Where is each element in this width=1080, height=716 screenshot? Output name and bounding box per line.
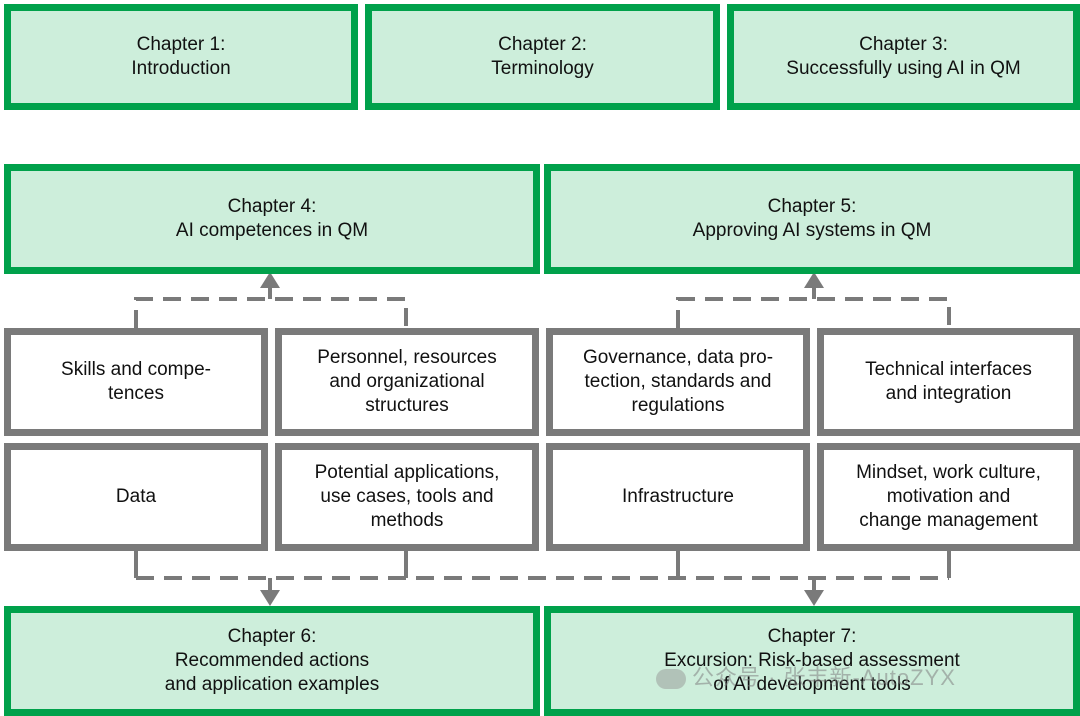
topic-applications-box: Potential applications, use cases, tools… — [275, 443, 539, 551]
chapter-5-label: Chapter 5: Approving AI systems in QM — [692, 196, 932, 241]
chapter-4-box: Chapter 4: AI competences in QM — [4, 164, 540, 274]
topic-mindset-box: Mindset, work culture, motivation and ch… — [817, 443, 1080, 551]
topic-governance-box: Governance, data pro- tection, standards… — [546, 328, 810, 436]
topic-governance-label: Governance, data pro- tection, standards… — [582, 347, 774, 416]
arrow-down-ch6 — [260, 590, 280, 606]
chapter-6-box: Chapter 6: Recommended actions and appli… — [4, 606, 540, 716]
topic-skills-label: Skills and compe- tences — [61, 359, 211, 404]
topic-mindset-label: Mindset, work culture, motivation and ch… — [856, 462, 1041, 531]
watermark-text: 公众号 · 张丰新-AutoZYX — [692, 665, 956, 690]
chapter-2-label: Chapter 2: Terminology — [491, 34, 594, 79]
arrow-up-ch4 — [260, 272, 280, 288]
topic-skills-box: Skills and compe- tences — [4, 328, 268, 436]
connector-right-upper — [676, 297, 951, 328]
chapter-1-box: Chapter 1: Introduction — [4, 4, 358, 110]
topic-applications-label: Potential applications, use cases, tools… — [314, 462, 500, 531]
wechat-icon — [656, 669, 686, 690]
chapter-3-label: Chapter 3: Successfully using AI in QM — [786, 34, 1021, 79]
chapter-6-label: Chapter 6: Recommended actions and appli… — [164, 626, 380, 695]
chapter-1-label: Chapter 1: Introduction — [131, 34, 231, 79]
chapter-2-box: Chapter 2: Terminology — [365, 4, 720, 110]
topic-technical-label: Technical interfaces and integration — [865, 359, 1032, 404]
topic-data-box: Data — [4, 443, 268, 551]
watermark: 公众号 · 张丰新-AutoZYX — [656, 660, 956, 692]
topic-data-label: Data — [115, 486, 157, 507]
chapter-5-box: Chapter 5: Approving AI systems in QM — [544, 164, 1080, 274]
topic-infrastructure-label: Infrastructure — [622, 486, 734, 507]
arrow-down-ch7 — [804, 590, 824, 606]
chapter-4-label: Chapter 4: AI competences in QM — [175, 196, 369, 241]
topic-technical-box: Technical interfaces and integration — [817, 328, 1080, 436]
topic-personnel-box: Personnel, resources and organizational … — [275, 328, 539, 436]
topic-infrastructure-box: Infrastructure — [546, 443, 810, 551]
arrow-up-ch5 — [804, 272, 824, 288]
connector-left-upper — [134, 297, 408, 328]
chapter-7-label: Chapter 7: Excursion: Risk-based assessm… — [664, 626, 960, 695]
topic-personnel-label: Personnel, resources and organizational … — [317, 347, 497, 416]
chapter-3-box: Chapter 3: Successfully using AI in QM — [727, 4, 1080, 110]
chapter-7-box: Chapter 7: Excursion: Risk-based assessm… — [544, 606, 1080, 716]
